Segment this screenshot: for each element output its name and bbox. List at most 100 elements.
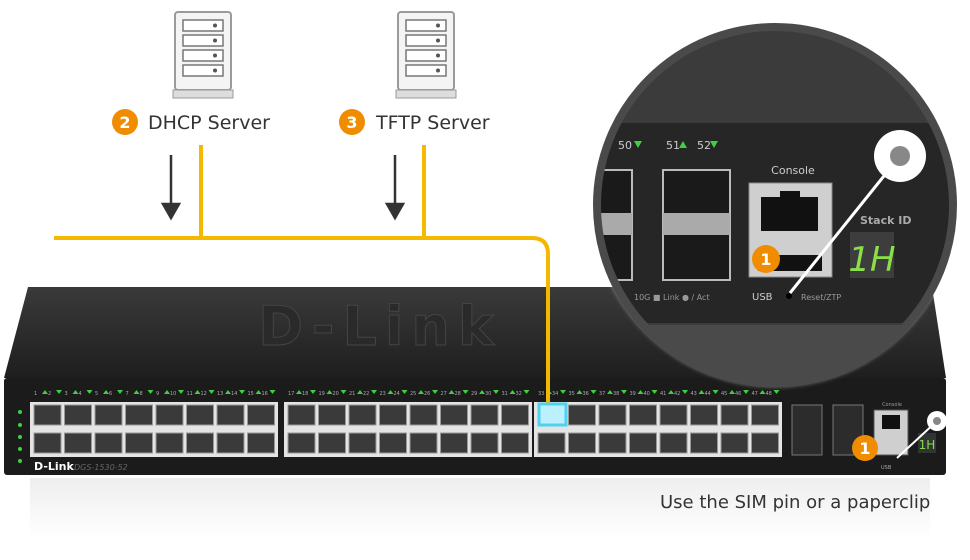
- stack-id-display: [918, 433, 936, 453]
- console-port[interactable]: [873, 409, 909, 456]
- usb-label-small: USB: [881, 465, 892, 471]
- ethernet-port-46[interactable]: [720, 432, 749, 454]
- down-arrow-icon: [401, 390, 408, 394]
- status-led: [18, 447, 22, 451]
- port-number-label: 5: [95, 391, 98, 397]
- ethernet-port-16[interactable]: [247, 432, 275, 454]
- ethernet-port-13[interactable]: [216, 404, 245, 426]
- ethernet-port-4[interactable]: [64, 432, 92, 454]
- up-arrow-icon: [479, 390, 485, 394]
- highlighted-port[interactable]: [537, 402, 568, 427]
- ethernet-port-30[interactable]: [470, 432, 499, 454]
- dhcp-server-label: DHCP Server: [148, 112, 270, 134]
- ethernet-port-9[interactable]: [155, 404, 184, 426]
- ethernet-port-41[interactable]: [659, 404, 688, 426]
- port-50-label: 50: [618, 139, 632, 152]
- step-3-badge: [339, 109, 365, 135]
- ethernet-port-6[interactable]: [94, 432, 123, 454]
- magnifier: 50 51 52 Console USB Reset/ZTP 10G ■ Lin…: [593, 23, 957, 387]
- ethernet-port-12[interactable]: [186, 432, 214, 454]
- tftp-label: 3 TFTP Server: [339, 109, 490, 135]
- ethernet-port-19[interactable]: [318, 404, 346, 426]
- up-arrow-icon: [103, 390, 109, 394]
- up-arrow-icon: [72, 390, 79, 394]
- up-arrow-icon: [698, 390, 705, 394]
- down-arrow-icon: [56, 390, 62, 394]
- port-number-label: 15: [248, 391, 254, 397]
- down-arrow-icon: [371, 390, 377, 394]
- ethernet-port-7[interactable]: [125, 404, 153, 426]
- down-arrow-icon: [86, 390, 93, 394]
- down-arrow-icon: [712, 390, 719, 394]
- ethernet-port-36[interactable]: [568, 432, 596, 454]
- ethernet-port-40[interactable]: [629, 432, 657, 454]
- up-arrow-icon: [42, 390, 48, 394]
- port-number-label: 26: [424, 391, 430, 397]
- ethernet-port-35[interactable]: [568, 404, 596, 426]
- ethernet-port-8[interactable]: [125, 432, 153, 454]
- ethernet-port-48[interactable]: [751, 432, 779, 454]
- status-led: [18, 410, 22, 414]
- up-arrow-icon: [729, 390, 735, 394]
- down-arrow-icon: [239, 390, 245, 394]
- status-led: [18, 435, 22, 439]
- ethernet-port-20[interactable]: [318, 432, 346, 454]
- ethernet-port-18[interactable]: [287, 432, 316, 454]
- up-arrow-icon: [509, 390, 516, 394]
- ethernet-port-11[interactable]: [186, 404, 214, 426]
- down-arrow-icon: [340, 390, 347, 394]
- port-52-label: 52: [697, 139, 711, 152]
- ethernet-port-24[interactable]: [379, 432, 407, 454]
- ethernet-port-43[interactable]: [690, 404, 718, 426]
- up-arrow-icon: [576, 390, 583, 394]
- dhcp-server-icon: [172, 11, 234, 99]
- ethernet-port-28[interactable]: [440, 432, 468, 454]
- down-arrow-icon: [651, 390, 658, 394]
- ethernet-port-14[interactable]: [216, 432, 245, 454]
- ethernet-port-22[interactable]: [348, 432, 377, 454]
- ethernet-port-32[interactable]: [501, 432, 529, 454]
- port-number-label: 33: [538, 391, 544, 397]
- ethernet-port-31[interactable]: [501, 404, 529, 426]
- port-number-label: 8: [140, 391, 143, 397]
- stack-id-label: Stack ID: [860, 214, 912, 227]
- down-arrow-icon: [117, 390, 123, 394]
- ethernet-port-1[interactable]: [33, 404, 62, 426]
- ethernet-port-39[interactable]: [629, 404, 657, 426]
- paperclip-pointer: [788, 130, 926, 294]
- ethernet-port-10[interactable]: [155, 432, 184, 454]
- port-number-label: 35: [569, 391, 575, 397]
- sfp-port[interactable]: [791, 404, 823, 456]
- ethernet-port-44[interactable]: [690, 432, 718, 454]
- port-number-label: 9: [156, 391, 159, 397]
- ethernet-port-2[interactable]: [33, 432, 62, 454]
- ethernet-port-29[interactable]: [470, 404, 499, 426]
- reset-pointer: [896, 411, 947, 459]
- ethernet-port-17[interactable]: [287, 404, 316, 426]
- ethernet-port-27[interactable]: [440, 404, 468, 426]
- port-number-label: 6: [109, 391, 112, 397]
- ethernet-port-47[interactable]: [751, 404, 779, 426]
- ethernet-port-3[interactable]: [64, 404, 92, 426]
- up-arrow-icon: [607, 390, 613, 394]
- reset-button[interactable]: [786, 293, 792, 299]
- port-number-label: 38: [613, 391, 619, 397]
- ethernet-port-26[interactable]: [409, 432, 438, 454]
- ethernet-port-23[interactable]: [379, 404, 407, 426]
- port-number-label: 29: [471, 391, 477, 397]
- ethernet-port-15[interactable]: [247, 404, 275, 426]
- step-1-badge: [752, 245, 780, 273]
- ethernet-port-21[interactable]: [348, 404, 377, 426]
- ethernet-port-34[interactable]: [537, 432, 566, 454]
- ethernet-port-5[interactable]: [94, 404, 123, 426]
- port-number-label: 45: [721, 391, 727, 397]
- ethernet-port-42[interactable]: [659, 432, 688, 454]
- ethernet-port-45[interactable]: [720, 404, 749, 426]
- down-arrow-icon: [621, 390, 627, 394]
- ethernet-port-37[interactable]: [598, 404, 627, 426]
- ethernet-port-38[interactable]: [598, 432, 627, 454]
- port-number-label: 27: [441, 391, 447, 397]
- ethernet-port-25[interactable]: [409, 404, 438, 426]
